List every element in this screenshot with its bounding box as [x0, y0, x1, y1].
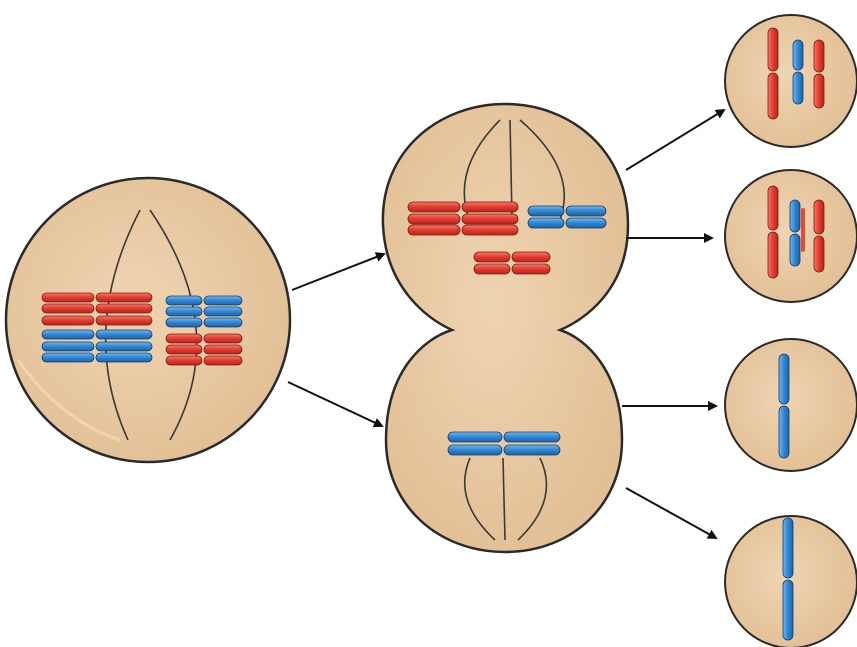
- daughter-cell-3: [724, 338, 857, 472]
- arrow-parent-to-upper: [291, 252, 386, 291]
- chromosome-group: [41, 292, 243, 366]
- spindle-fibers: [104, 209, 198, 441]
- lower-chromosomes: [447, 431, 561, 456]
- lower-spindle-fibers: [463, 457, 548, 541]
- arrow-parent-to-lower: [287, 381, 384, 428]
- arrow-to-daughter-1: [625, 108, 726, 171]
- daughter-cell-2: [724, 169, 857, 303]
- daughter-cell-4: [724, 515, 857, 647]
- dividing-cell-outline: [381, 102, 630, 554]
- daughter-cell-1: [724, 14, 857, 148]
- dividing-cells: [381, 102, 630, 554]
- upper-chromosomes: [407, 201, 607, 275]
- parent-cell: [4, 176, 292, 464]
- arrow-to-daughter-4: [625, 487, 718, 539]
